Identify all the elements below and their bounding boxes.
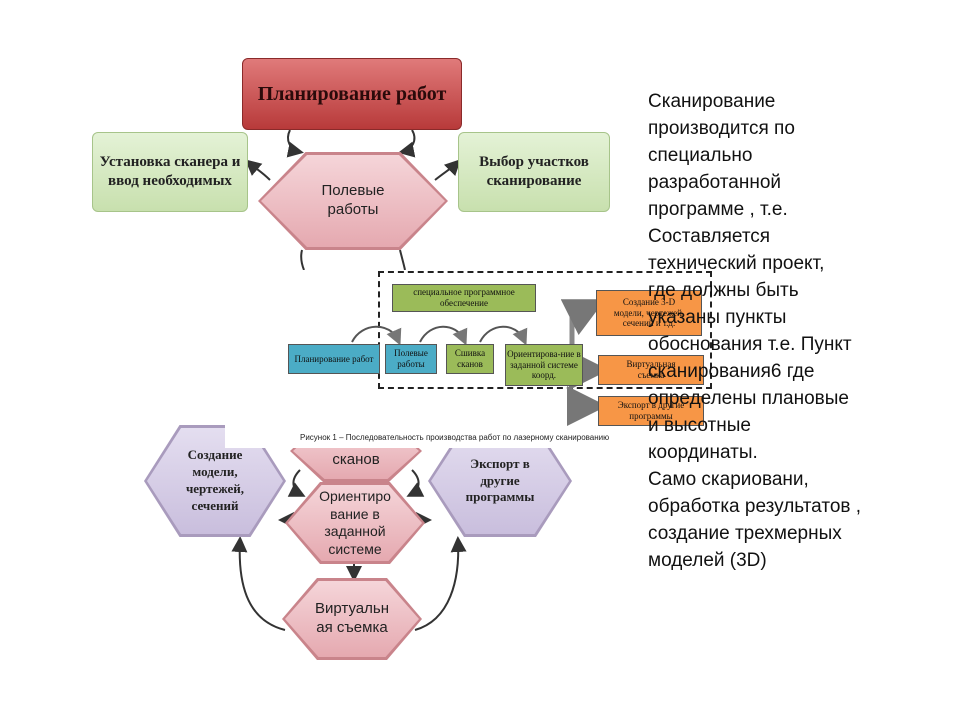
inset-planning-label: Планирование работ (294, 353, 374, 364)
inset-software-box: специальное программное обеспечение (392, 284, 536, 312)
inset-arrow-3 (479, 325, 528, 346)
inset-arrow-1 (351, 325, 402, 346)
inset-orient-box: Ориентирова-ние в заданной системе коорд… (505, 344, 583, 386)
inset-planning-box: Планирование работ (288, 344, 380, 374)
inset-stitch-label: Сшивка сканов (454, 348, 486, 369)
arrow-planning-to-field-right (398, 129, 416, 158)
inset-caption: Рисунок 1 – Последовательность производс… (300, 433, 610, 442)
inset-field-box: Полевые работы (385, 344, 437, 374)
arrow-field-to-install (244, 159, 271, 181)
inset-arrow-create (560, 299, 606, 345)
orient-hex: Ориентиро вание в заданной системе (285, 482, 425, 564)
arrow-field-to-choose (434, 159, 461, 181)
arrow-planning-to-field-left (286, 129, 304, 158)
choose-label: Выбор участков сканирование (479, 153, 589, 190)
inset-arrow-export (567, 386, 607, 426)
inset-orient-label: Ориентирова-ние в заданной системе коорд… (507, 348, 581, 381)
arrow-virtual-to-export (414, 536, 467, 631)
orient-label: Ориентиро вание в заданной системе (319, 488, 391, 557)
arrow-scans-to-orient-right (406, 469, 425, 497)
inset-export-box: Экспорт в другие программы (598, 396, 704, 426)
create-models-label: Создание модели, чертежей, сечений (185, 447, 245, 513)
virtual-hex: Виртуальн ая съемка (282, 578, 422, 660)
inset-dashed-frame (378, 271, 712, 389)
virtual-label: Виртуальн ая съемка (315, 600, 389, 636)
inset-stitch-box: Сшивка сканов (446, 344, 494, 374)
arrow-virtual-to-create (231, 536, 286, 631)
inset-software-label: специальное программное обеспечение (413, 287, 515, 308)
inset-create-box: Создание 3-D модели, чертежей, сечений и… (596, 290, 702, 336)
inset-create-label: Создание 3-D модели, чертежей, сечений и… (613, 296, 685, 329)
arrow-scans-to-orient-left (287, 469, 306, 497)
arrow-down-left (300, 249, 305, 271)
inset-field-label: Полевые работы (394, 348, 428, 369)
inset-virtual-label: Виртуальная съемка (626, 359, 676, 380)
install-box: Установка сканера и ввод необходимых (92, 132, 248, 212)
planning-label: Планирование работ (257, 82, 447, 105)
field-work-label: Полевые работы (321, 182, 385, 218)
inset-virtual-box: Виртуальная съемка (598, 355, 704, 385)
choose-box: Выбор участков сканирование (458, 132, 610, 212)
install-label: Установка сканера и ввод необходимых (99, 153, 241, 190)
inset-arrow-2 (419, 325, 468, 346)
inset-export-label: Экспорт в другие программы (617, 400, 685, 421)
planning-box: Планирование работ (242, 58, 462, 130)
side-description: Сканирование производится по специально … (648, 91, 862, 571)
export-label: Экспорт в другие программы (465, 455, 535, 505)
arrow-down-right (399, 249, 406, 271)
scans-label: сканов (332, 450, 380, 468)
